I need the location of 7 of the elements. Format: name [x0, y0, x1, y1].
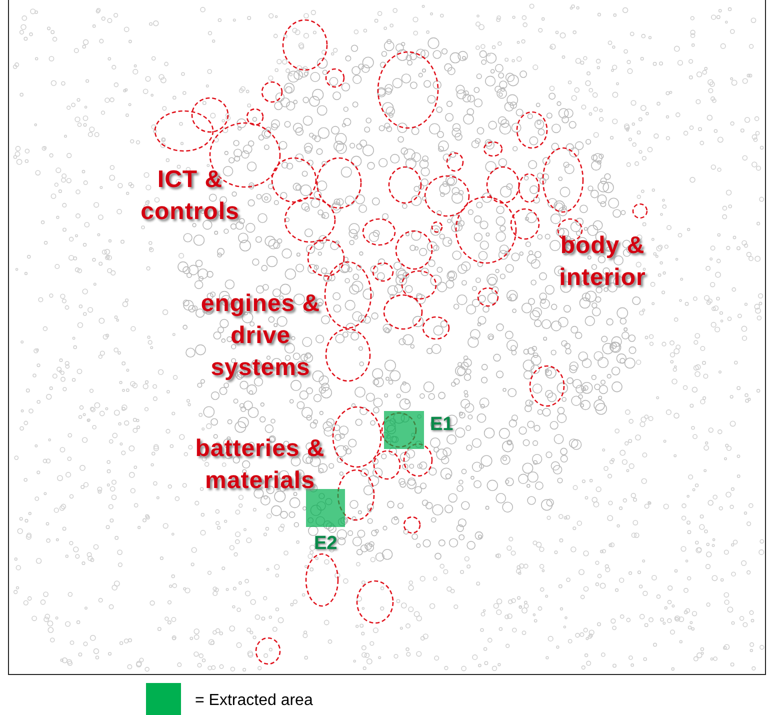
area-label: E2	[314, 533, 338, 555]
legend-text: = Extracted area	[195, 692, 313, 710]
region-label: ICT & controls	[140, 165, 240, 227]
region-label: batteries & materials	[194, 434, 326, 496]
region-label: engines & drive systems	[200, 289, 322, 383]
region-label: body & interior	[558, 231, 647, 293]
area-label: E1	[430, 414, 454, 436]
